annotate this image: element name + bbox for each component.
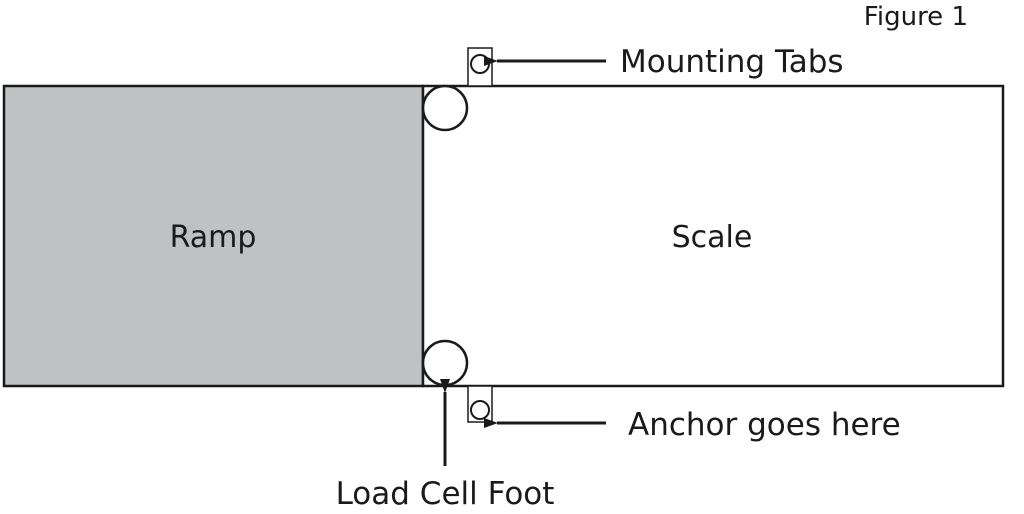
anchor-label: Anchor goes here [628, 407, 901, 443]
mounting-tab-bottom [467, 385, 493, 423]
ramp-label: Ramp [170, 220, 257, 255]
mounting-tabs-label: Mounting Tabs [620, 44, 844, 80]
figure-label: Figure 1 [864, 2, 968, 32]
load-cell-foot-top [421, 84, 469, 132]
scale-label: Scale [672, 220, 753, 255]
load-cell-foot-bottom [421, 339, 469, 387]
ramp-block [2, 84, 425, 388]
scale-block [421, 84, 1005, 388]
load-cell-foot-label: Load Cell Foot [336, 476, 555, 512]
mounting-tab-top [467, 47, 493, 87]
